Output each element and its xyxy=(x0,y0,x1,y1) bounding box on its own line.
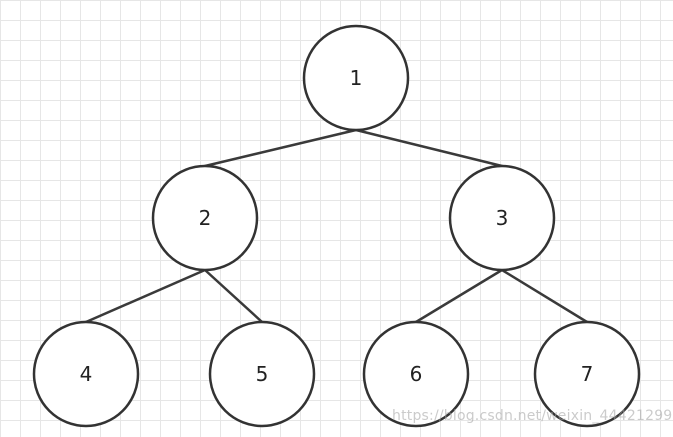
node-circle xyxy=(533,320,641,428)
tree-node-7: 7 xyxy=(533,320,641,428)
edge-n1-n3 xyxy=(354,128,504,168)
edge-n2-n5 xyxy=(203,268,264,324)
node-label: 5 xyxy=(256,362,269,386)
node-circle xyxy=(32,320,140,428)
tree-node-2: 2 xyxy=(151,164,259,272)
node-circle xyxy=(448,164,556,272)
node-circle xyxy=(151,164,259,272)
edge-n1-n2 xyxy=(203,128,358,168)
node-label: 2 xyxy=(199,206,212,230)
tree-node-4: 4 xyxy=(32,320,140,428)
edge-n3-n7 xyxy=(500,268,589,324)
tree-node-1: 1 xyxy=(302,24,410,132)
edge-n2-n4 xyxy=(84,268,207,324)
tree-node-6: 6 xyxy=(362,320,470,428)
node-label: 6 xyxy=(410,362,423,386)
node-label: 4 xyxy=(80,362,93,386)
node-circle xyxy=(362,320,470,428)
node-label: 3 xyxy=(496,206,509,230)
tree-node-5: 5 xyxy=(208,320,316,428)
node-circle xyxy=(208,320,316,428)
node-label: 7 xyxy=(581,362,594,386)
edge-n3-n6 xyxy=(414,268,504,324)
watermark: https://blog.csdn.net/weixin_44421299 xyxy=(392,408,673,424)
node-circle xyxy=(302,24,410,132)
node-label: 1 xyxy=(350,66,363,90)
tree-node-3: 3 xyxy=(448,164,556,272)
